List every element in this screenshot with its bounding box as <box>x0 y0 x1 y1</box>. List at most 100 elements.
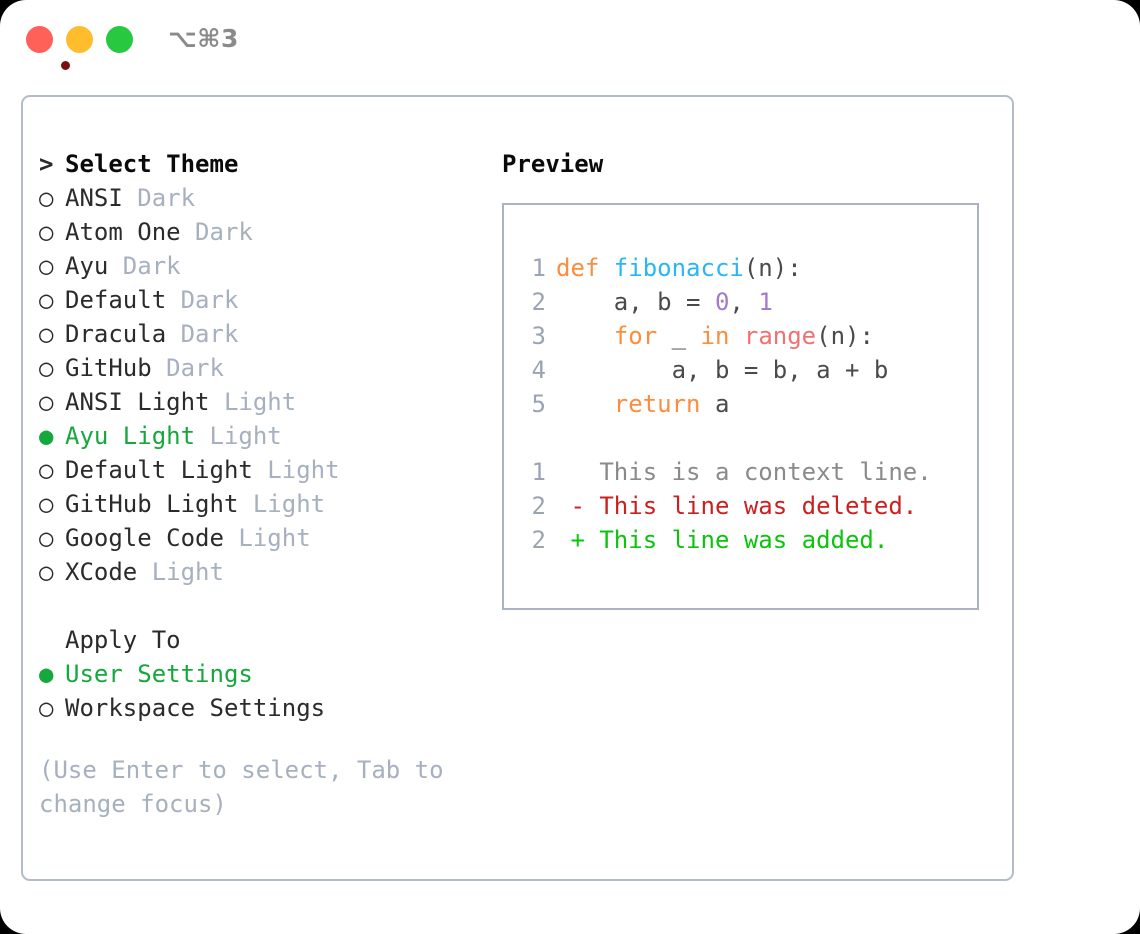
theme-option-variant: Light <box>209 388 297 416</box>
code-line: 3 for _ in range(n): <box>520 319 977 353</box>
theme-option-name: ANSI Light <box>65 388 210 416</box>
code-token: a, b = b, a + b <box>556 356 889 384</box>
theme-option-name: Default <box>65 286 167 314</box>
keyboard-shortcut-label: ⌥⌘3 <box>168 24 239 53</box>
code-line: 4 a, b = b, a + b <box>520 353 977 387</box>
diff-line-add: 2 + This line was added. <box>520 523 977 557</box>
diff-line-text: This is a context line. <box>556 458 932 486</box>
theme-option-ayu-light[interactable]: ● Ayu Light Light <box>39 419 499 453</box>
code-line-number: 5 <box>531 390 546 418</box>
radio-unselected-icon: ○ <box>39 218 54 246</box>
apply-to-option-user-settings[interactable]: ● User Settings <box>39 657 499 691</box>
theme-option-github-light[interactable]: ○GitHub Light Light <box>39 487 499 521</box>
apply-to-heading: Apply To <box>39 623 499 657</box>
code-token: a <box>700 390 730 418</box>
theme-option-name: Google Code <box>65 524 224 552</box>
theme-option-xcode[interactable]: ○XCode Light <box>39 555 499 589</box>
code-token: (n): <box>816 322 874 350</box>
theme-option-name: GitHub <box>65 354 152 382</box>
theme-option-name: ANSI <box>65 184 123 212</box>
theme-option-variant: Dark <box>166 286 239 314</box>
code-token: , <box>729 288 759 316</box>
code-token: 1 <box>758 288 773 316</box>
theme-option-variant: Dark <box>166 320 239 348</box>
apply-to-option-label: Workspace Settings <box>65 694 326 722</box>
code-line-number: 1 <box>531 254 546 282</box>
close-button[interactable] <box>26 26 70 70</box>
code-line: 2 a, b = 0, 1 <box>520 285 977 319</box>
theme-option-variant: Light <box>195 422 282 450</box>
theme-option-ansi-light[interactable]: ○ ANSI Light Light <box>39 385 499 419</box>
code-token: range <box>743 322 817 350</box>
diff-line-del: 2 - This line was deleted. <box>520 489 977 523</box>
theme-selector-panel: >Select Theme ○ANSI Dark○Atom One Dark○A… <box>21 95 1014 881</box>
theme-option-list: ○ANSI Dark○Atom One Dark○Ayu Dark○Defaul… <box>39 181 499 589</box>
diff-line-number: 2 <box>531 492 546 520</box>
select-theme-heading: > Select Theme <box>39 147 499 181</box>
code-token: fibonacci <box>613 254 744 282</box>
radio-unselected-icon: ○ <box>39 694 54 722</box>
apply-to-heading-label: Apply To <box>65 626 181 654</box>
theme-option-name: Ayu Light <box>65 422 196 450</box>
theme-option-default[interactable]: ○ Default Dark <box>39 283 499 317</box>
diff-line-number: 2 <box>531 526 546 554</box>
maximize-button[interactable] <box>106 26 133 53</box>
theme-option-ayu[interactable]: ○Ayu Dark <box>39 249 499 283</box>
theme-option-name: Ayu <box>65 252 109 280</box>
theme-option-name: Dracula <box>65 320 167 348</box>
theme-option-atom-one[interactable]: ○Atom One Dark <box>39 215 499 249</box>
diff-line-number: 1 <box>531 458 546 486</box>
radio-unselected-icon: ○ <box>39 320 54 348</box>
radio-unselected-icon: ○ <box>39 558 54 586</box>
preview-title: Preview <box>502 150 604 178</box>
keyboard-hint-text: (Use Enter to select, Tab to change focu… <box>39 756 444 818</box>
code-token: (n): <box>743 254 802 282</box>
preview-gap <box>520 421 977 455</box>
radio-unselected-icon: ○ <box>39 252 54 280</box>
radio-unselected-icon: ○ <box>39 184 54 212</box>
prompt-caret-icon: > <box>39 150 54 178</box>
radio-selected-icon: ● <box>39 422 54 450</box>
apply-to-option-label: User Settings <box>65 660 253 688</box>
theme-option-default-light[interactable]: ○Default Light Light <box>39 453 499 487</box>
theme-option-google-code[interactable]: ○Google Code Light <box>39 521 499 555</box>
code-token: for <box>613 322 658 350</box>
radio-unselected-icon: ○ <box>39 490 54 518</box>
diff-line-text: + This line was added. <box>556 526 889 554</box>
section-spacer <box>39 589 499 623</box>
theme-option-variant: Dark <box>180 218 253 246</box>
apply-to-option-workspace-settings[interactable]: ○ Workspace Settings <box>39 691 499 725</box>
theme-option-variant: Light <box>137 558 224 586</box>
diff-line-text: - This line was deleted. <box>556 492 918 520</box>
code-token <box>556 322 614 350</box>
code-token: _ <box>657 322 701 350</box>
theme-option-ansi[interactable]: ○ANSI Dark <box>39 181 499 215</box>
theme-list-column: >Select Theme ○ANSI Dark○Atom One Dark○A… <box>39 147 499 821</box>
theme-option-variant: Light <box>252 456 340 484</box>
code-token: in <box>700 322 730 350</box>
theme-option-variant: Light <box>238 490 326 518</box>
code-token <box>729 322 743 350</box>
minimize-button[interactable] <box>66 26 93 53</box>
code-line: 5 return a <box>520 387 977 421</box>
code-line-number: 2 <box>531 288 546 316</box>
theme-option-github[interactable]: ○ GitHub Dark <box>39 351 499 385</box>
select-theme-heading-label: Select Theme <box>65 150 239 178</box>
radio-selected-icon: ● <box>39 660 54 688</box>
radio-unselected-icon: ○ <box>39 354 54 382</box>
radio-unselected-icon: ○ <box>39 524 54 552</box>
radio-unselected-icon: ○ <box>39 286 54 314</box>
theme-option-dracula[interactable]: ○ Dracula Dark <box>39 317 499 351</box>
apply-to-option-list: ● User Settings ○ Workspace Settings <box>39 657 499 725</box>
theme-option-variant: Dark <box>151 354 224 382</box>
theme-option-name: Default Light <box>65 456 253 484</box>
code-token: a, b = <box>556 288 715 316</box>
radio-unselected-icon: ○ <box>39 388 54 416</box>
code-line-number: 3 <box>531 322 546 350</box>
code-token <box>556 390 614 418</box>
